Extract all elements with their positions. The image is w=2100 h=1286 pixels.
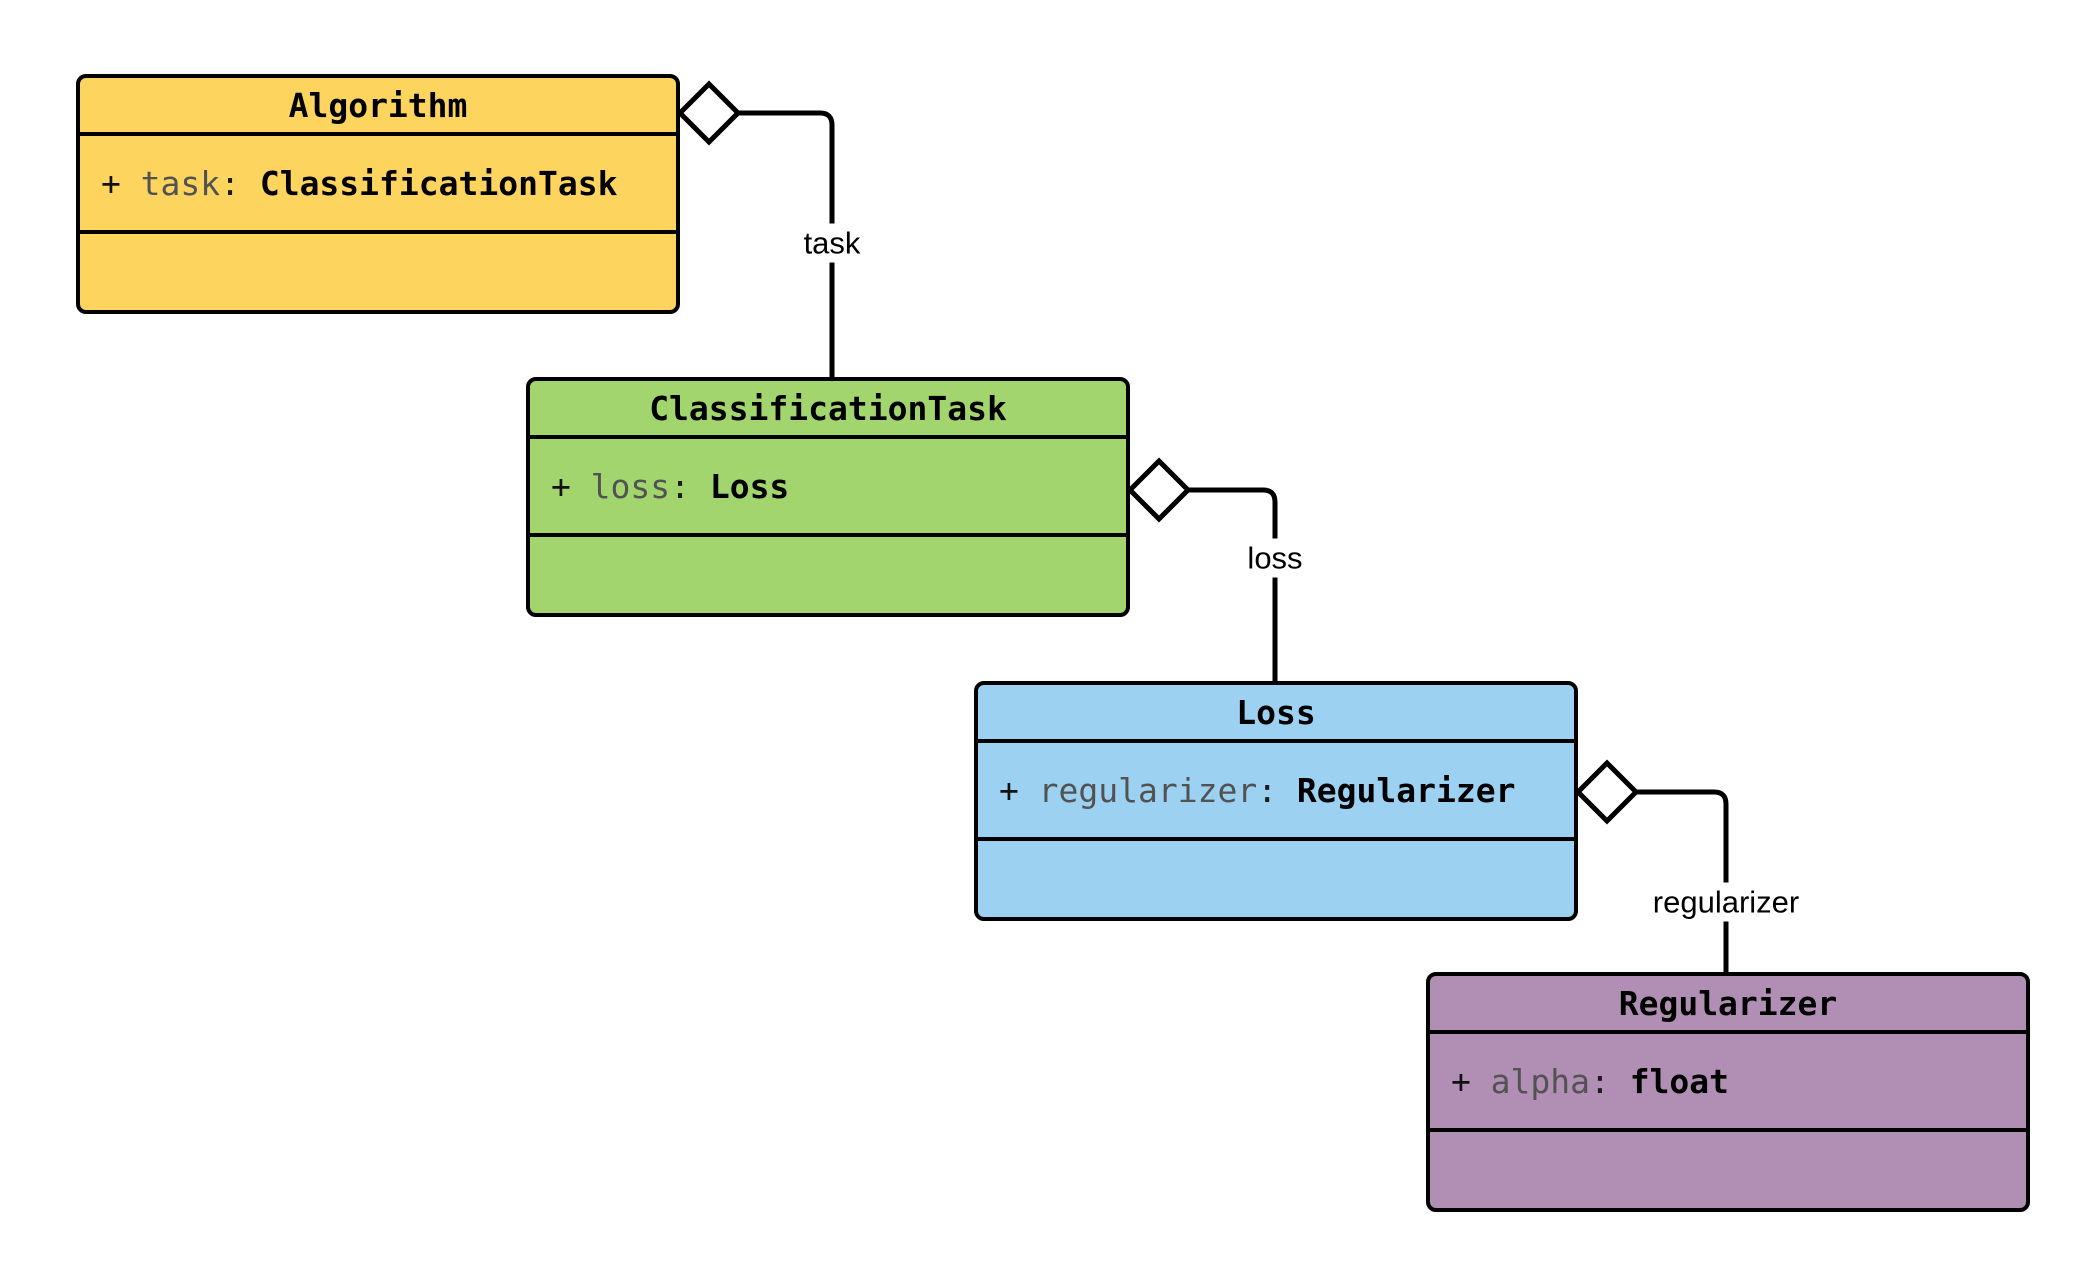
aggregation-diamond-task-icon — [676, 80, 742, 146]
connector-regularizer — [1636, 789, 1729, 974]
class-methods-empty — [80, 234, 676, 310]
attribute-separator: : — [1257, 770, 1278, 810]
edge-label-task: task — [795, 223, 869, 263]
connector-loss — [1188, 487, 1278, 684]
attribute-type: Loss — [709, 466, 790, 506]
class-title: Loss — [978, 685, 1574, 743]
class-box-classificationtask: ClassificationTask + loss: Loss — [526, 377, 1130, 617]
class-title: Regularizer — [1430, 976, 2026, 1034]
class-box-regularizer: Regularizer + alpha: float — [1426, 972, 2030, 1212]
attribute-visibility: + — [1451, 1061, 1471, 1101]
class-title: ClassificationTask — [530, 381, 1126, 439]
attribute-visibility: + — [551, 466, 571, 506]
class-attributes: + alpha: float — [1430, 1034, 2026, 1132]
attribute-visibility: + — [999, 770, 1019, 810]
attribute-name: alpha — [1490, 1061, 1591, 1101]
attribute-name: task — [140, 163, 221, 203]
attribute-type: Regularizer — [1296, 770, 1516, 810]
class-attributes: + loss: Loss — [530, 439, 1126, 537]
class-box-loss: Loss + regularizer: Regularizer — [974, 681, 1578, 921]
aggregation-diamond-loss-icon — [1126, 457, 1192, 523]
connector-task — [738, 110, 835, 379]
class-methods-empty — [1430, 1132, 2026, 1208]
edge-label-loss: loss — [1239, 538, 1311, 578]
attribute-separator: : — [220, 163, 241, 203]
attribute-visibility: + — [101, 163, 121, 203]
class-attributes: + regularizer: Regularizer — [978, 743, 1574, 841]
attribute-separator: : — [670, 466, 691, 506]
attribute-separator: : — [1590, 1061, 1610, 1101]
class-methods-empty — [978, 841, 1574, 917]
attribute-type: ClassificationTask — [259, 163, 618, 203]
class-methods-empty — [530, 537, 1126, 613]
attribute-name: regularizer — [1038, 770, 1258, 810]
class-box-algorithm: Algorithm + task: ClassificationTask — [76, 74, 680, 314]
edge-label-regularizer: regularizer — [1644, 882, 1808, 922]
aggregation-diamond-regularizer-icon — [1574, 759, 1640, 825]
class-title: Algorithm — [80, 78, 676, 136]
class-attributes: + task: ClassificationTask — [80, 136, 676, 234]
attribute-name: loss — [590, 466, 671, 506]
attribute-type: float — [1629, 1061, 1730, 1101]
